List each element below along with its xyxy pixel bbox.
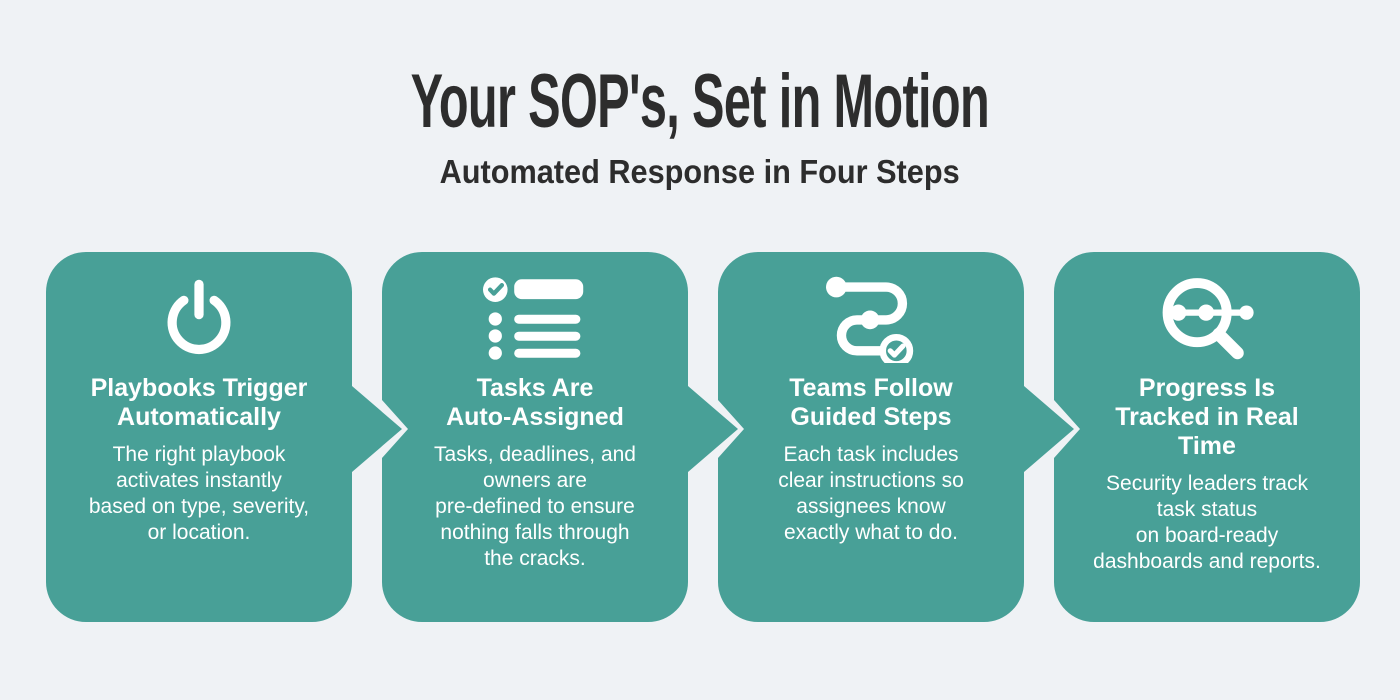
card-content: Progress Is Tracked in Real Time Securit…	[1054, 252, 1360, 575]
card-body: Each task includes clear instructions so…	[778, 443, 964, 544]
step-card-tasks: Tasks Are Auto-Assigned Tasks, deadlines…	[382, 252, 738, 622]
page-title: Your SOP's, Set in Motion	[410, 59, 990, 144]
card-content: Teams Follow Guided Steps Each task incl…	[718, 252, 1024, 546]
icon-box	[718, 268, 1024, 368]
step-card-progress: Progress Is Tracked in Real Time Securit…	[1054, 252, 1360, 622]
page-subtitle: Automated Response in Four Steps	[439, 153, 961, 190]
card-title: Playbooks Trigger Automatically	[90, 374, 308, 431]
card-arrow-shape	[718, 252, 1074, 622]
checklist-icon	[483, 276, 584, 360]
card-content: Tasks Are Auto-Assigned Tasks, deadlines…	[382, 252, 688, 572]
icon-box	[382, 268, 688, 368]
header: Your SOP's, Set in Motion Automated Resp…	[0, 0, 1400, 190]
card-content: Playbooks Trigger Automatically The righ…	[46, 252, 352, 546]
icon-box	[46, 268, 352, 368]
power-icon	[167, 279, 231, 355]
card-arrow-shape	[382, 252, 738, 622]
progress-magnifier-icon	[1162, 278, 1254, 360]
guided-route-icon	[826, 276, 914, 363]
card-body: The right playbook activates instantly b…	[88, 443, 310, 544]
card-arrow-shape	[46, 252, 402, 622]
card-title: Tasks Are Auto-Assigned	[446, 374, 624, 431]
card-body: Security leaders track task status on bo…	[1093, 472, 1321, 573]
step-card-guided-steps: Teams Follow Guided Steps Each task incl…	[718, 252, 1074, 622]
card-title: Teams Follow Guided Steps	[789, 374, 953, 431]
card-notch-shape	[1054, 252, 1360, 622]
icon-box	[1054, 268, 1360, 368]
card-body: Tasks, deadlines, and owners are pre-def…	[434, 443, 636, 570]
card-title: Progress Is Tracked in Real Time	[1115, 374, 1299, 460]
step-card-playbooks: Playbooks Trigger Automatically The righ…	[46, 252, 402, 622]
